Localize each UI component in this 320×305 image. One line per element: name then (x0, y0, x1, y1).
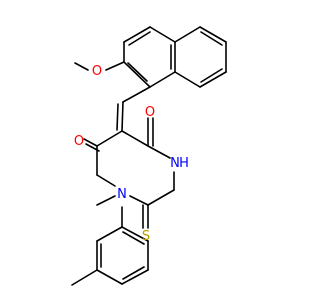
bond (147, 145, 171, 159)
bond (122, 86, 151, 103)
bond (199, 71, 227, 88)
thione-sulfur-label: S (142, 229, 150, 244)
nh-hydrogen-label: H (179, 156, 189, 171)
bond (121, 226, 149, 242)
ring-nitrogen-label: N (117, 187, 127, 202)
bond-double-inner (116, 103, 119, 131)
bond-methyl (71, 269, 98, 286)
bond (96, 269, 123, 285)
naphthalene-ring-a (123, 26, 176, 88)
bond (123, 61, 151, 88)
tolyl-ring (71, 206, 149, 286)
nh-nitrogen-label: N (170, 156, 180, 171)
structure-svg: O O O N H N S (71, 26, 227, 286)
bond (129, 195, 149, 206)
atom-labels: O O O N H N S (74, 64, 189, 244)
bond-double-inner (128, 31, 151, 46)
bond-C-O-left-double (85, 143, 100, 152)
bond (96, 174, 116, 187)
bond (199, 26, 227, 43)
bond (96, 130, 123, 147)
bond-double-inner (122, 231, 145, 245)
bond-double-inner (200, 68, 223, 83)
carbonyl-oxygen-top-label: O (145, 105, 155, 120)
bond (123, 26, 151, 43)
bond-double-inner (200, 31, 223, 46)
bond (149, 26, 176, 43)
methoxy-group (74, 61, 125, 71)
bond (149, 71, 176, 88)
bond (121, 269, 149, 285)
carbonyl-oxygen-left-label: O (74, 134, 84, 149)
naphthalene-ring-b (174, 26, 227, 88)
bond (96, 195, 116, 206)
pyrimidine-ring (83, 117, 175, 229)
bond (174, 71, 201, 88)
bond (174, 26, 201, 43)
bond-double-inner (127, 62, 148, 82)
methylidene-linker (116, 86, 151, 132)
bond (96, 226, 123, 242)
bond-methyl-O (74, 62, 89, 71)
bond (121, 130, 149, 147)
molecule-drawing: O O O N H N S (71, 26, 227, 286)
bond (147, 189, 175, 206)
bond-O-naphthyl (105, 61, 125, 71)
methoxy-oxygen-label: O (92, 64, 102, 79)
bond-double-outer (121, 101, 124, 132)
bond-double-inner (122, 266, 145, 280)
bond-C-O-left (83, 138, 98, 147)
